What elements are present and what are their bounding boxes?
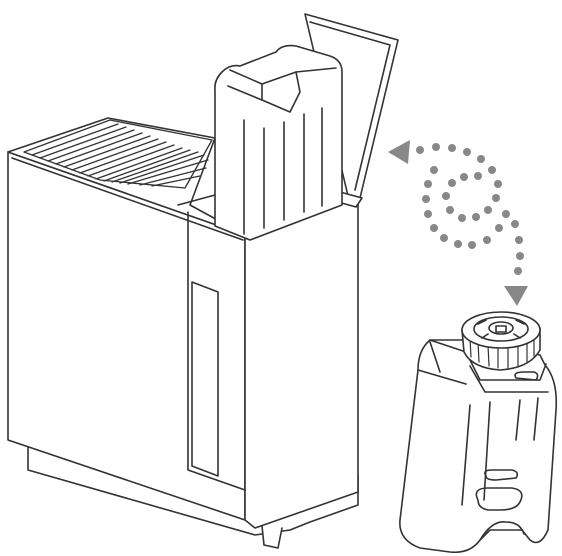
- removable-water-tank: [400, 340, 556, 552]
- arrow-head-top: [388, 140, 410, 164]
- water-tank-cap: [462, 312, 540, 370]
- arrow-head-bottom: [504, 286, 528, 306]
- body-front-face: [245, 195, 358, 528]
- arrow-dots: [416, 143, 524, 275]
- inserted-tank-shell: [215, 46, 342, 240]
- refill-direction-arrow: [388, 140, 528, 306]
- tank-inserted: [215, 46, 342, 240]
- body-foot: [262, 526, 282, 548]
